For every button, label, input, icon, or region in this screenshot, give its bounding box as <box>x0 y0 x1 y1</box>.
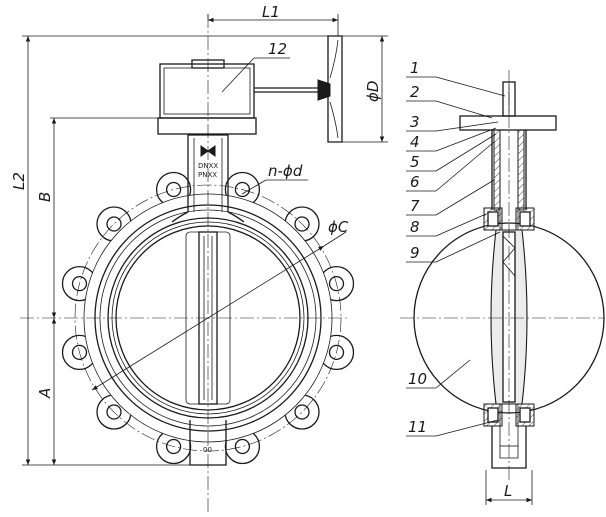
upper-bushing <box>493 129 501 211</box>
part-label-9: 9 <box>410 244 420 262</box>
part-label-1: 1 <box>410 59 420 77</box>
part-label-7: 7 <box>410 197 420 215</box>
bolt-hole <box>328 344 345 361</box>
dim-label-d: ϕD <box>364 81 382 102</box>
bolt-hole <box>106 404 122 420</box>
dim-line-c <box>91 245 325 391</box>
dim-label-b: B <box>36 192 54 202</box>
part-label-6: 6 <box>410 173 420 191</box>
bolt-hole <box>106 216 122 232</box>
part-label-2: 2 <box>410 83 420 101</box>
dim-label-nd: n-ϕd <box>268 162 303 180</box>
part-leaders: 1 2 3 4 5 6 7 <box>406 59 506 437</box>
logo-icon <box>200 145 216 157</box>
bolt-hole <box>294 216 310 232</box>
neck-mark-pn: PNXX <box>198 171 217 179</box>
dim-label-c: ϕC <box>328 218 349 236</box>
gearbox-inner <box>163 67 251 115</box>
bolt-hole <box>71 275 88 292</box>
part-label-12: 12 <box>268 40 287 58</box>
neck-fillet <box>171 211 189 223</box>
bottom-mark: 00 <box>203 446 212 454</box>
bolt-hole <box>234 438 251 455</box>
bolt-hole <box>294 404 310 420</box>
part-label-10: 10 <box>408 370 427 388</box>
handwheel-spoke <box>329 101 339 139</box>
bolt-hole <box>165 438 182 455</box>
handwheel-spoke <box>329 39 339 79</box>
bolt-hole <box>328 275 345 292</box>
part-label-8: 8 <box>410 218 420 236</box>
handwheel-hub <box>317 79 331 101</box>
side-view: L 1 2 3 4 5 6 <box>400 59 605 505</box>
bolt-hole <box>165 181 182 198</box>
dim-label-l: L <box>504 482 512 500</box>
side-top-flange <box>459 115 557 131</box>
top-flange <box>157 117 257 135</box>
part-label-3: 3 <box>410 113 420 131</box>
dim-label-a: A <box>36 388 54 399</box>
neck-mark-dn: DNXX <box>198 162 218 170</box>
gearbox-body <box>159 63 255 119</box>
upper-bushing <box>517 129 525 211</box>
neck-fillet <box>227 211 245 223</box>
part-label-5: 5 <box>410 153 420 171</box>
front-view: 00 DNXX PNXX L1 L2 <box>10 3 388 512</box>
dim-label-l2: L2 <box>10 172 28 190</box>
part-label-11: 11 <box>408 418 427 436</box>
part-label-4: 4 <box>410 133 420 151</box>
bolt-hole <box>71 344 88 361</box>
dim-label-l1: L1 <box>262 3 280 21</box>
